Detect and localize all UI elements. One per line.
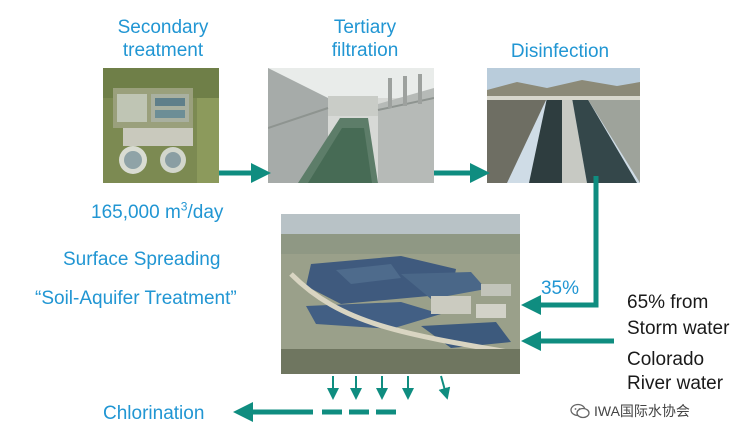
flow-unit: /day xyxy=(187,202,224,223)
storm-water-label: 65% from Storm water xyxy=(627,290,745,342)
flow-rate-label: 165,000 m3/day xyxy=(91,201,291,224)
spreading-line2: “Soil-Aquifer Treatment” xyxy=(35,288,237,309)
storm-line1: 65% from xyxy=(627,292,709,313)
soil-aquifer-label: “Soil-Aquifer Treatment” xyxy=(35,287,285,310)
wechat-icon xyxy=(570,403,590,419)
surface-spreading-label: Surface Spreading xyxy=(63,248,263,271)
watermark-text: IWA国际水协会 xyxy=(594,403,690,419)
colorado-line2: River water xyxy=(627,373,724,394)
tertiary-line1: Tertiary xyxy=(333,17,397,38)
tertiary-filtration-label: Tertiary filtration xyxy=(290,16,440,62)
tertiary-filtration-photo xyxy=(268,68,434,183)
arrow-disinfection-to-basins xyxy=(521,176,599,315)
spreading-line1: Surface Spreading xyxy=(63,249,221,270)
tertiary-line2: filtration xyxy=(331,40,399,61)
disinfection-photo xyxy=(487,68,640,183)
colorado-line1: Colorado xyxy=(627,349,705,370)
spreading-basins-photo xyxy=(281,214,520,374)
recycled-percent-label: 35% xyxy=(540,278,580,299)
arrow-down-5 xyxy=(438,375,451,400)
chlorination-label: Chlorination xyxy=(103,403,205,424)
disinfection-label: Disinfection xyxy=(480,40,640,63)
secondary-line1: Secondary xyxy=(117,17,209,38)
secondary-line2: treatment xyxy=(122,40,204,61)
secondary-treatment-photo xyxy=(103,68,219,183)
watermark: IWA国际水协会 xyxy=(570,401,690,421)
storm-line2: Storm water xyxy=(627,318,730,339)
flow-value: 165,000 m xyxy=(91,202,181,223)
flow-superscript: 3 xyxy=(180,199,188,214)
disinfection-line1: Disinfection xyxy=(510,41,610,62)
colorado-river-label: Colorado River water xyxy=(627,348,745,396)
secondary-treatment-label: Secondary treatment xyxy=(88,16,238,62)
